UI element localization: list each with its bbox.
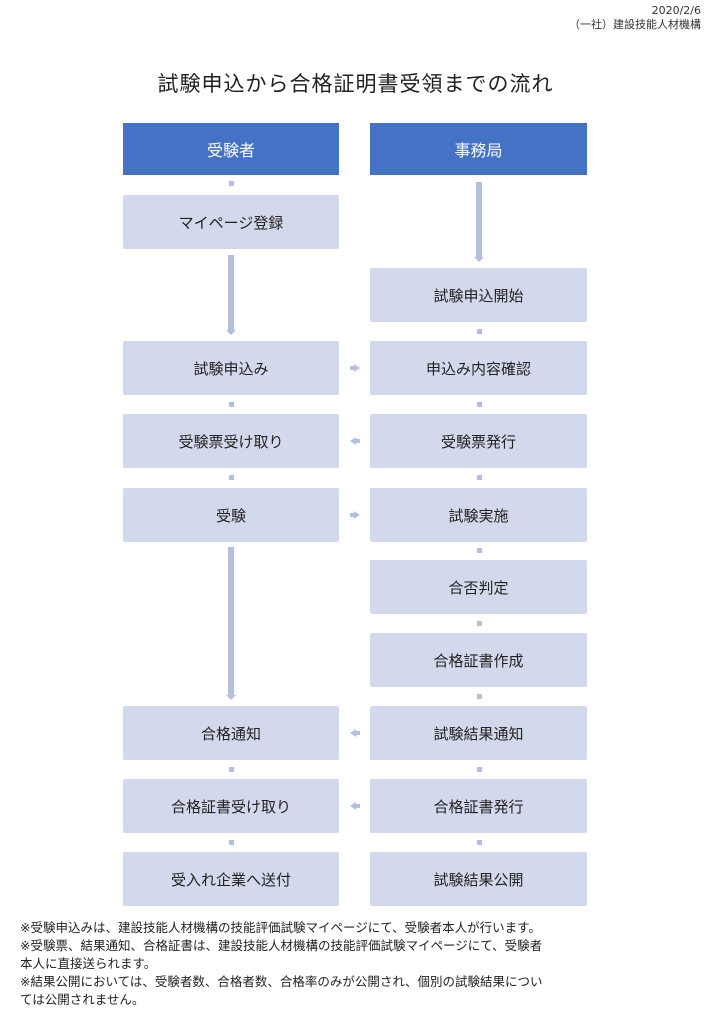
connector-arrow [229,402,234,407]
step-result-notification: 試験結果通知 [370,706,587,760]
footnote: ※受験票、結果通知、合格証書は、建設技能人材機構の技能評価試験マイページにて、受… [20,938,543,953]
footnote: ※受験申込みは、建設技能人材機構の技能評価試験マイページにて、受験者本人が行いま… [20,920,541,935]
connector-arrow [229,767,234,772]
step-publish-results: 試験結果公開 [370,852,587,906]
step-issue-certificate: 合格証書発行 [370,779,587,833]
connector-arrow [356,731,360,735]
column-header-secretariat: 事務局 [370,123,587,175]
column-header-examinee: 受験者 [123,123,339,175]
connector-arrow [354,511,360,519]
step-mypage-registration: マイページ登録 [123,195,339,249]
step-take-exam: 受験 [123,488,339,542]
connector-arrow [226,330,236,335]
footnote: ※結果公開においては、受験者数、合格者数、合格率のみが公開され、個別の試験結果に… [20,974,543,989]
connector-arrow [350,437,356,445]
step-issue-exam-ticket: 受験票発行 [370,414,587,468]
footnote: ては公開されません。 [20,992,145,1007]
connector-arrow [474,257,484,262]
step-conduct-exam: 試験実施 [370,488,587,542]
connector-arrow [477,767,482,772]
connector-arrow [229,181,234,186]
connector-line [228,547,234,695]
connector-arrow [226,695,236,700]
connector-arrow [477,694,482,699]
connector-arrow [477,548,482,553]
organization-name: （一社）建設技能人材機構 [569,18,701,31]
connector-arrow [350,802,356,810]
connector-arrow [477,840,482,845]
connector-arrow [477,475,482,480]
step-create-certificate: 合格証書作成 [370,633,587,687]
connector-arrow [350,366,354,370]
connector-arrow [229,475,234,480]
step-confirm-application: 申込み内容確認 [370,341,587,395]
step-receive-certificate: 合格証書受け取り [123,779,339,833]
connector-arrow [477,621,482,626]
connector-arrow [477,329,482,334]
step-application-start: 試験申込開始 [370,268,587,322]
step-exam-application: 試験申込み [123,341,339,395]
connector-arrow [350,729,356,737]
connector-arrow [356,804,360,808]
connector-line [476,182,482,257]
step-receive-exam-ticket: 受験票受け取り [123,414,339,468]
connector-arrow [350,513,354,517]
connector-arrow [229,840,234,845]
footnote: 本人に直接送られます。 [20,956,157,971]
connector-arrow [354,364,360,372]
step-pass-notification: 合格通知 [123,706,339,760]
connector-arrow [356,439,360,443]
step-pass-fail-judgment: 合否判定 [370,560,587,614]
page-title: 試験申込から合格証明書受領までの流れ [157,72,554,96]
document-date: 2020/2/6 [651,4,701,17]
connector-line [228,255,234,330]
connector-arrow [477,402,482,407]
step-send-to-employer: 受入れ企業へ送付 [123,852,339,906]
